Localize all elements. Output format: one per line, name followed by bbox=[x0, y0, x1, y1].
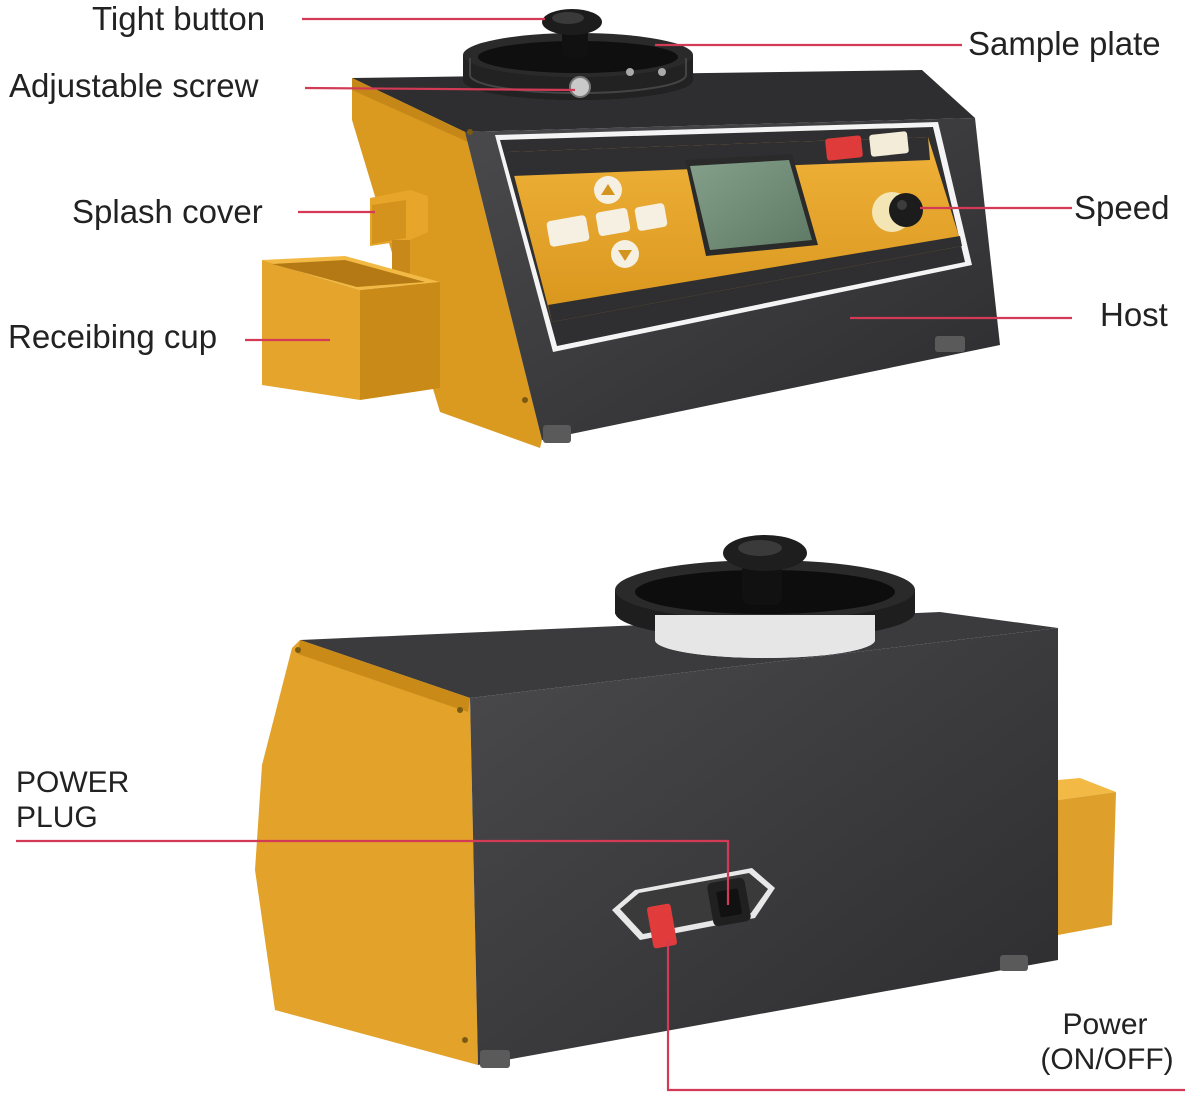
keypad bbox=[546, 176, 668, 268]
mode-save-button[interactable] bbox=[546, 215, 590, 248]
host-unit-back-view bbox=[255, 535, 1116, 1068]
label-power-line1: Power bbox=[1062, 1008, 1148, 1041]
label-power-line2: (ON/OFF) bbox=[1040, 1043, 1174, 1076]
host-left-side-back bbox=[255, 640, 478, 1065]
foot bbox=[935, 336, 965, 352]
sample-plate-back bbox=[615, 560, 915, 658]
receiving-cup bbox=[262, 256, 440, 400]
foot bbox=[480, 1050, 510, 1068]
start-stop-button[interactable] bbox=[825, 135, 863, 161]
reset-button[interactable] bbox=[869, 131, 909, 157]
tight-button-back bbox=[723, 535, 807, 605]
shift-button[interactable] bbox=[595, 207, 631, 236]
label-host: Host bbox=[1100, 296, 1168, 333]
label-tight-button: Tight button bbox=[92, 0, 266, 37]
label-power-plug-line2: PLUG bbox=[16, 801, 98, 834]
label-power-plug-line1: POWER bbox=[16, 766, 130, 799]
label-adjustable-screw: Adjustable screw bbox=[9, 67, 259, 104]
down-arrow-icon bbox=[618, 250, 632, 261]
adjustable-screw[interactable] bbox=[569, 76, 591, 98]
foot bbox=[543, 425, 571, 443]
leader-adjustable-screw bbox=[304, 86, 576, 92]
label-receibing-cup: Receibing cup bbox=[8, 318, 218, 355]
leader-power-switch bbox=[666, 940, 1185, 1092]
host-unit-front-view bbox=[262, 9, 1000, 448]
ok-button[interactable] bbox=[634, 203, 668, 232]
speed-knob[interactable] bbox=[889, 193, 923, 227]
host-left-side bbox=[352, 78, 542, 448]
label-splash-cover: Splash cover bbox=[72, 193, 263, 230]
label-speed: Speed bbox=[1074, 189, 1170, 226]
splash-cover bbox=[370, 190, 428, 280]
receiving-cup-back bbox=[1058, 778, 1116, 935]
up-arrow-icon bbox=[601, 184, 615, 195]
foot bbox=[1000, 955, 1028, 971]
leader-power-plug bbox=[16, 839, 730, 905]
power-switch[interactable] bbox=[647, 903, 678, 949]
tight-button[interactable] bbox=[542, 9, 602, 58]
host-back-face bbox=[470, 628, 1058, 1065]
label-sample-plate: Sample plate bbox=[968, 25, 1161, 62]
leader-lines bbox=[16, 17, 1185, 1092]
